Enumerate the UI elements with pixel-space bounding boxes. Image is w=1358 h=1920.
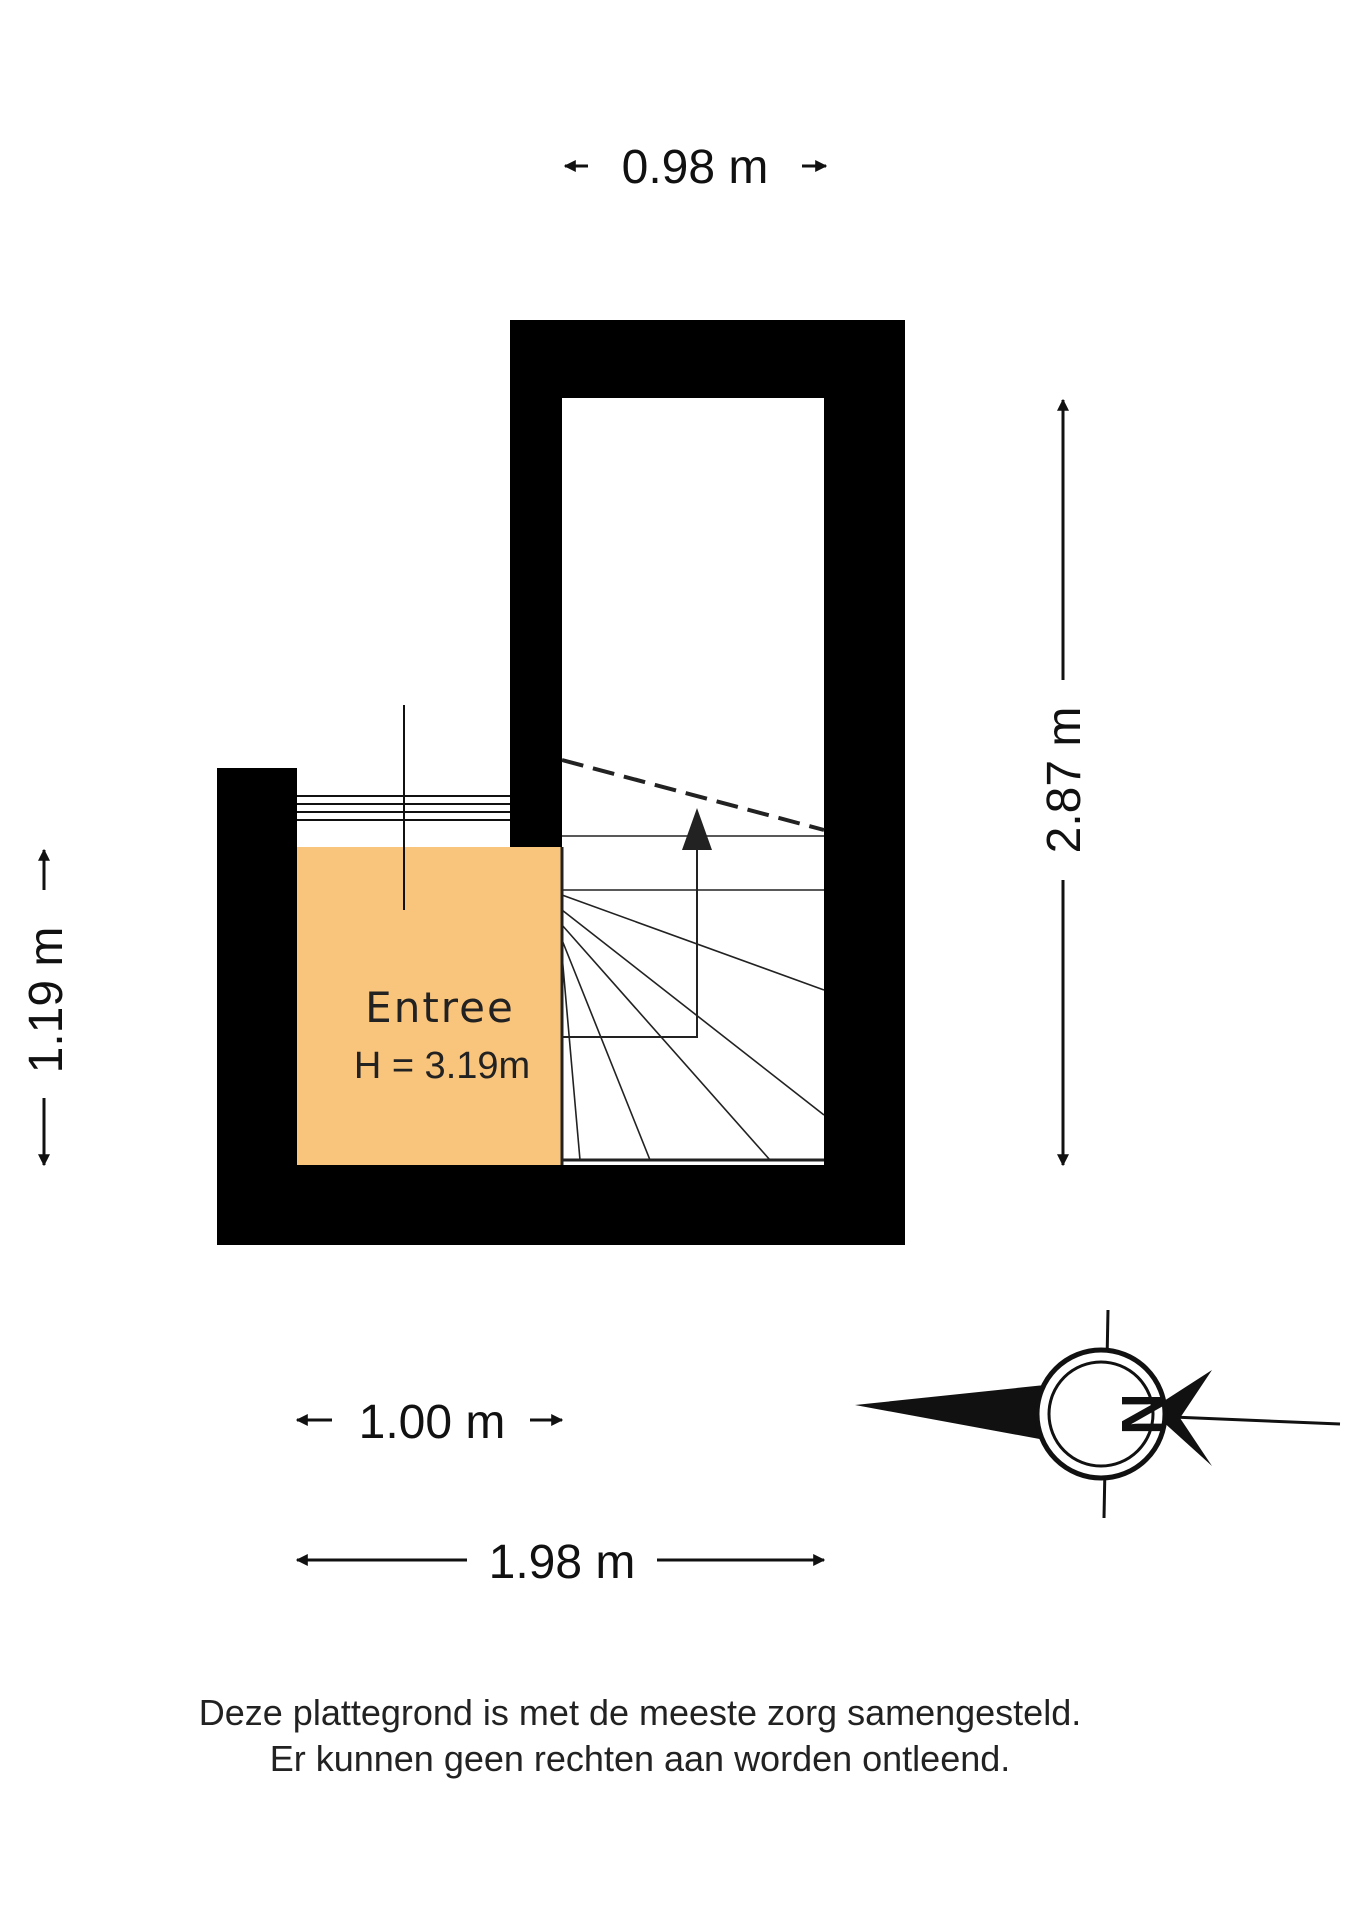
compass-rose-icon: N	[855, 1309, 1341, 1519]
dimension-total-width: 1.98 m	[295, 1536, 826, 1589]
dimension-total-width-label: 1.98 m	[489, 1536, 636, 1589]
dimension-right: 2.87 m	[1038, 398, 1091, 1167]
walls	[217, 320, 905, 1245]
dimension-right-label: 2.87 m	[1038, 707, 1091, 854]
disclaimer-line-2: Er kunnen geen rechten aan worden ontlee…	[269, 1738, 1011, 1779]
dimension-entree-width: 1.00 m	[295, 1396, 564, 1449]
dimension-top: 0.98 m	[563, 141, 828, 194]
disclaimer-line-1: Deze plattegrond is met de meeste zorg s…	[198, 1692, 1082, 1733]
dimension-entree-width-label: 1.00 m	[359, 1396, 506, 1449]
compass-north-label: N	[1109, 1393, 1174, 1435]
disclaimer: Deze plattegrond is met de meeste zorg s…	[0, 1690, 1280, 1782]
entree-room-fill	[297, 847, 562, 1165]
dimension-top-label: 0.98 m	[622, 141, 769, 194]
wall-inner-left	[510, 320, 562, 847]
room-name: Entree	[365, 983, 515, 1032]
wall-right	[824, 320, 905, 1245]
wall-bottom	[217, 1165, 905, 1245]
wall-left	[217, 768, 297, 1245]
room-height: H = 3.19m	[354, 1045, 530, 1087]
dimension-left-label: 1.19 m	[20, 927, 73, 1074]
staircase	[560, 758, 825, 1165]
dimension-left: 1.19 m	[20, 848, 73, 1167]
